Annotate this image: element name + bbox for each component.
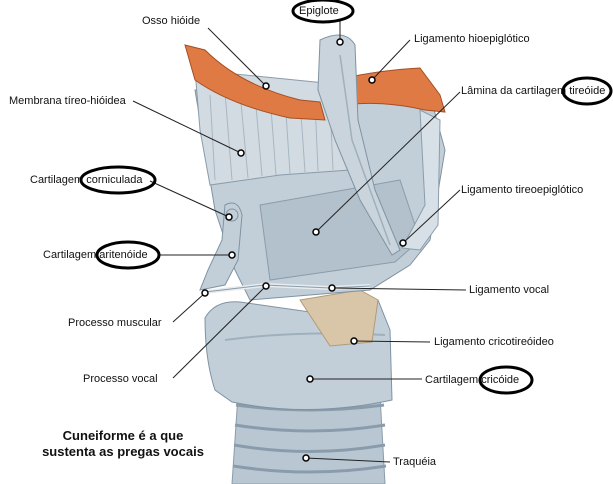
label-membrana-tireo-hioidea: Membrana tíreo-hióidea — [9, 95, 126, 107]
label-osso-hioide: Osso hióide — [142, 15, 200, 27]
note-line-2: sustenta as pregas vocais — [14, 444, 232, 460]
label-cartilagem-cricoide: Cartilagem cricóide — [425, 374, 519, 386]
label-cartilagem-corniculada: Cartilagem corniculada — [30, 174, 143, 186]
label-lamina-circled: tireóide — [569, 85, 605, 97]
label-corniculada: corniculada — [86, 174, 142, 186]
label-processo-muscular: Processo muscular — [68, 317, 162, 329]
label-cartilagem-prefix-1: Cartilagem — [30, 174, 83, 186]
label-aritenoide: aritenóide — [99, 249, 147, 261]
label-processo-vocal: Processo vocal — [83, 373, 158, 385]
label-cricoide: cricóide — [481, 374, 519, 386]
label-ligamento-vocal: Ligamento vocal — [469, 284, 549, 296]
label-lamina-prefix: Lâmina da cartilagem — [461, 85, 566, 97]
note-cuneiforme: Cuneiforme é a que sustenta as pregas vo… — [14, 428, 232, 460]
note-line-1: Cuneiforme é a que — [14, 428, 232, 444]
label-traqueia: Traquéia — [393, 456, 436, 468]
label-ligamento-hioepiglotico: Ligamento hioepiglótico — [414, 33, 530, 45]
label-ligamento-cricotireoideo: Ligamento cricotireóideo — [434, 336, 554, 348]
label-cartilagem-aritenoide: Cartilagem aritenóide — [43, 249, 148, 261]
label-lamina-cartilagem: Lâmina da cartilagem tireóide — [461, 85, 605, 97]
label-cartilagem-prefix-3: Cartilagem — [425, 374, 478, 386]
label-cartilagem-prefix-2: Cartilagem — [43, 249, 96, 261]
label-epiglote: Epiglote — [299, 5, 339, 17]
label-ligamento-tireoepiglotico: Ligamento tireoepiglótico — [461, 184, 583, 196]
